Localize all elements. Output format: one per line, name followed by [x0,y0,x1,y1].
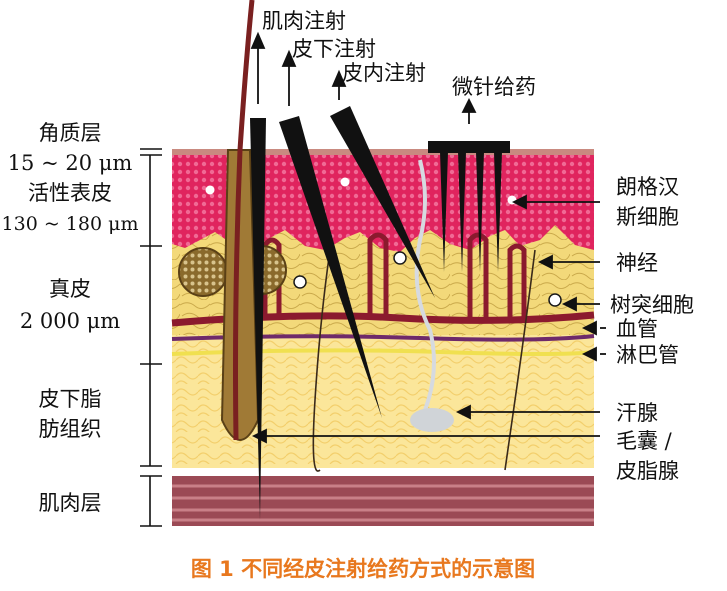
label-stratum-corneum-thickness: 15 ~ 20 μm [8,151,133,175]
sebaceous-gland-left [178,247,228,297]
layer-brackets [140,148,162,527]
label-intramuscular: 肌肉注射 [262,9,346,33]
muscle-stripes [172,484,594,522]
label-subcutaneous: 皮下注射 [292,37,376,61]
langerhans-cells [205,177,517,205]
label-lymph-vessel: 淋巴管 [616,343,679,367]
needles [250,106,510,520]
pointer-arrows [251,194,606,444]
sweat-gland [410,408,454,432]
label-subcutaneous-fat-1: 皮下脂 [39,387,102,411]
direction-arrows [250,31,477,124]
microneedle-3 [476,152,484,272]
label-blood-vessel: 血管 [616,317,658,341]
intramuscular-needle [250,118,266,520]
label-subcutaneous-fat-2: 肪组织 [39,417,102,441]
label-hair-follicle-2: 皮脂腺 [616,459,679,483]
microneedle-1 [440,152,448,272]
microneedle-base [428,141,510,153]
label-intradermal: 皮内注射 [342,61,426,85]
label-dermis: 真皮 [49,277,91,301]
label-stratum-corneum: 角质层 [39,121,102,145]
capillary-loops [262,232,527,320]
figure-caption: 图 1 不同经皮注射给药方式的示意图 [191,557,535,581]
label-nerve: 神经 [616,251,658,275]
label-langerhans-2: 斯细胞 [616,205,679,229]
intradermal-needle [330,106,435,298]
label-muscle: 肌肉层 [39,491,102,515]
label-microneedle: 微针给药 [452,75,536,99]
microneedle-2 [458,152,466,272]
dendritic-cells [293,251,562,307]
muscle-layer [172,476,594,526]
label-dendritic-cell: 树突细胞 [610,293,694,317]
label-langerhans-1: 朗格汉 [616,175,679,199]
hair-shaft [233,0,255,441]
nerves [312,249,536,472]
sweat-gland-duct [414,159,436,411]
label-viable-epidermis-thickness: 130 ~ 180 μm [2,213,139,235]
microneedle-4 [494,152,502,272]
label-hair-follicle-1: 毛囊 / [616,429,673,453]
stratum-corneum-layer [172,149,594,155]
label-sweat-gland: 汗腺 [616,401,658,425]
label-viable-epidermis: 活性表皮 [28,181,112,205]
label-dermis-thickness: 2 000 μm [20,309,120,333]
subcutaneous-needle [279,116,382,418]
